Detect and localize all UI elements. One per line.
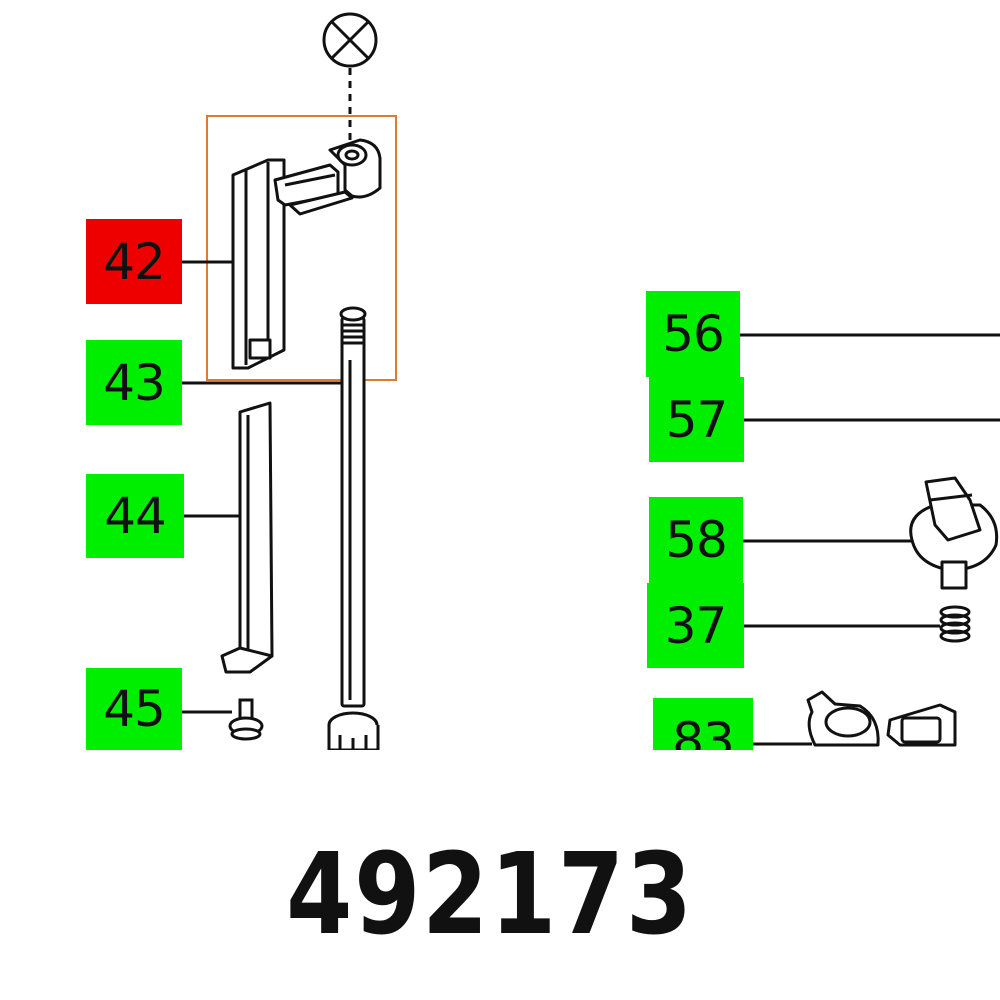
selection-frame [206,115,397,381]
label-43[interactable]: 43 [86,340,182,425]
rod-end-nut [327,711,380,752]
label-58[interactable]: 58 [649,497,743,583]
label-37[interactable]: 37 [647,583,744,668]
part-43-threaded-rod [339,306,367,708]
label-56[interactable]: 56 [646,291,740,377]
circle-x-icon [322,12,378,68]
diagram-cutoff [0,750,1000,830]
label-45[interactable]: 45 [86,668,182,750]
part-58-knob [909,476,999,590]
part-37-spring [939,605,971,643]
part-42-guide-bracket [231,138,382,370]
part-83-knob-assembly [806,690,957,747]
part-45-screw [228,698,264,741]
label-83-text: 83 [672,712,735,750]
label-57[interactable]: 57 [649,377,744,462]
part-number: 492173 [286,830,694,960]
leader-lines [182,260,1000,746]
label-42[interactable]: 42 [86,219,182,304]
label-44[interactable]: 44 [86,474,184,558]
part-44-flat-strip [220,401,274,674]
label-83[interactable]: 83 [653,698,753,750]
